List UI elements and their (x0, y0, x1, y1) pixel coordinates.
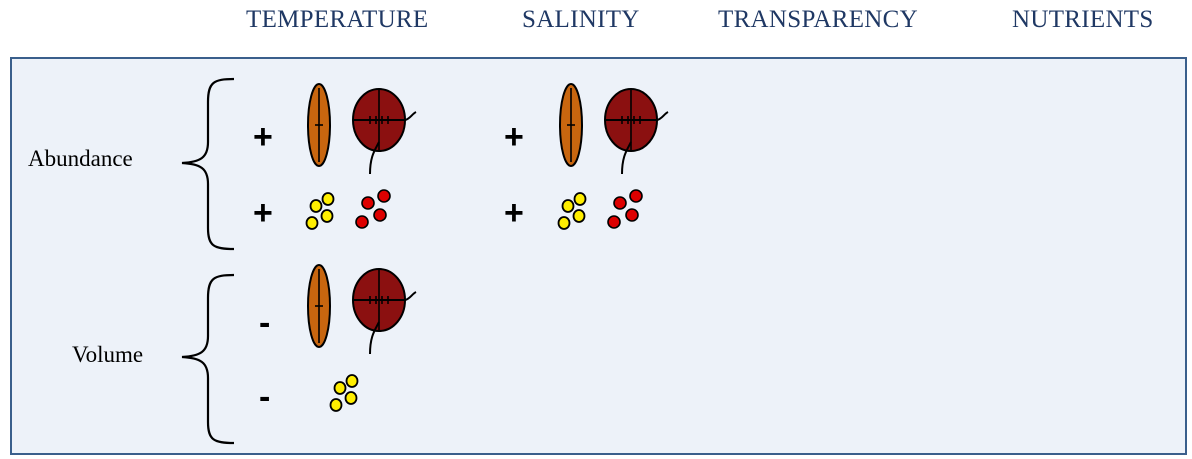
diagram-panel (10, 57, 1187, 455)
brace-abundance (181, 77, 235, 251)
column-header-salinity: SALINITY (522, 6, 640, 33)
brace-volume (181, 273, 235, 445)
row-label-abundance: Abundance (28, 146, 133, 171)
yellow-cells-icon (305, 192, 335, 230)
sign-volume-temperature-large: - (259, 304, 271, 342)
dinoflagellate-icon (352, 88, 417, 175)
column-header-nutrients: NUTRIENTS (1012, 6, 1154, 33)
yellow-cells-icon (557, 192, 587, 230)
diatom-icon (559, 83, 583, 167)
diatom-icon (307, 264, 331, 348)
red-cells-icon (607, 189, 643, 229)
sign-abundance-salinity-small: + (504, 194, 524, 232)
sign-volume-temperature-small: - (259, 378, 271, 416)
sign-abundance-temperature-large: + (253, 118, 273, 156)
column-header-temperature: TEMPERATURE (246, 6, 429, 33)
row-label-volume: Volume (72, 342, 144, 367)
sign-abundance-salinity-large: + (504, 118, 524, 156)
red-cells-icon (355, 189, 391, 229)
yellow-cells-icon (329, 374, 359, 412)
sign-abundance-temperature-small: + (253, 194, 273, 232)
column-header-transparency: TRANSPARENCY (718, 6, 918, 33)
diatom-icon (307, 83, 331, 167)
dinoflagellate-icon (604, 88, 669, 175)
dinoflagellate-icon (352, 268, 417, 355)
